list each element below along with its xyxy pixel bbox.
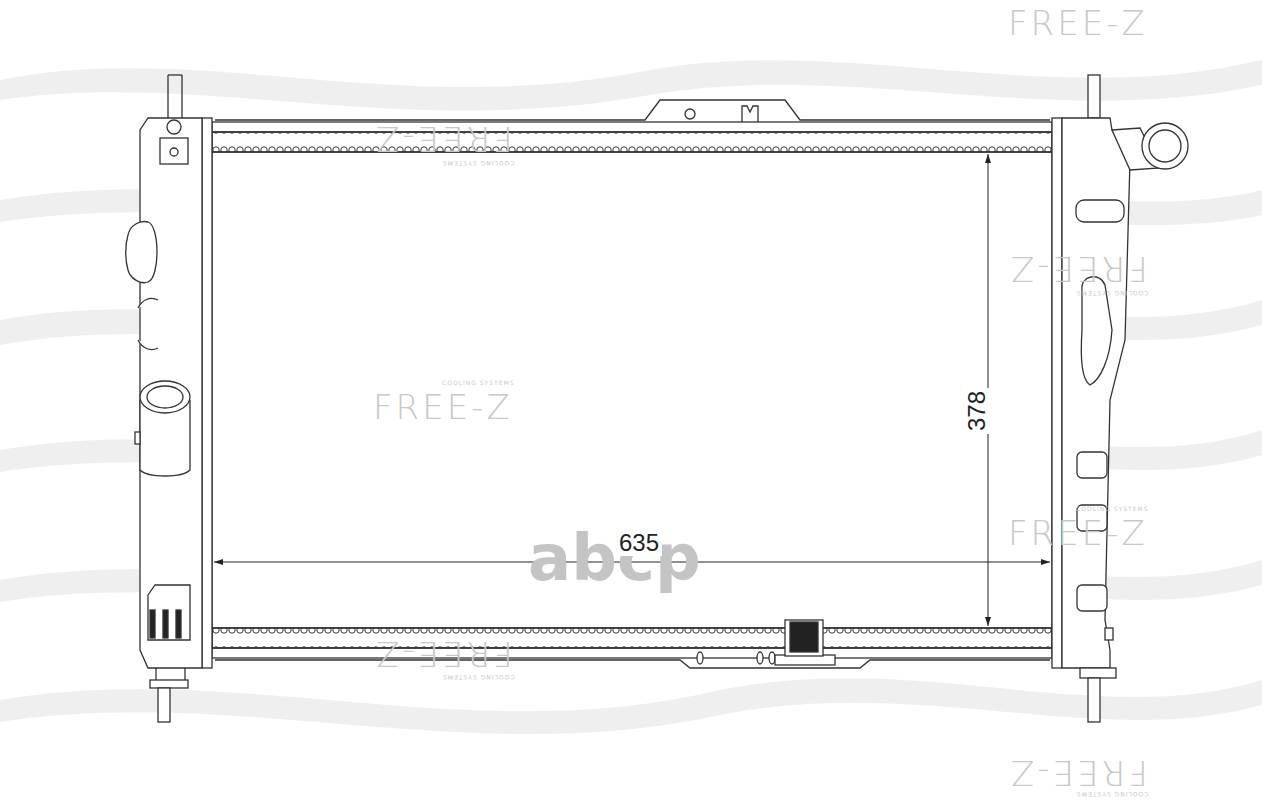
watermark: FREE-Z — [373, 637, 513, 671]
dimension-value: 378 — [964, 388, 990, 434]
background-waves — [0, 60, 1262, 734]
watermark-subtitle: COOLING SYSTEMS — [1076, 290, 1149, 296]
watermark: FREE-Z — [373, 122, 513, 156]
watermark-subtitle: COOLING SYSTEMS — [442, 380, 515, 386]
watermark-subtitle: COOLING SYSTEMS — [442, 674, 515, 680]
watermark: FREE-Z — [1008, 6, 1148, 40]
radiator-outline — [126, 75, 1188, 722]
dimension-value: 635 — [616, 530, 662, 556]
watermark: FREE-Z — [1008, 516, 1148, 550]
watermark: FREE-Z — [373, 390, 513, 424]
watermark: FREE-Z — [1008, 756, 1148, 790]
dimension-lines — [214, 154, 1050, 626]
watermark-subtitle: COOLING SYSTEMS — [1076, 791, 1149, 797]
watermark: FREE-Z — [1008, 252, 1148, 286]
site-logo: abcp — [528, 526, 701, 590]
watermark-subtitle: COOLING SYSTEMS — [1076, 506, 1149, 512]
watermark-subtitle: COOLING SYSTEMS — [442, 160, 515, 166]
